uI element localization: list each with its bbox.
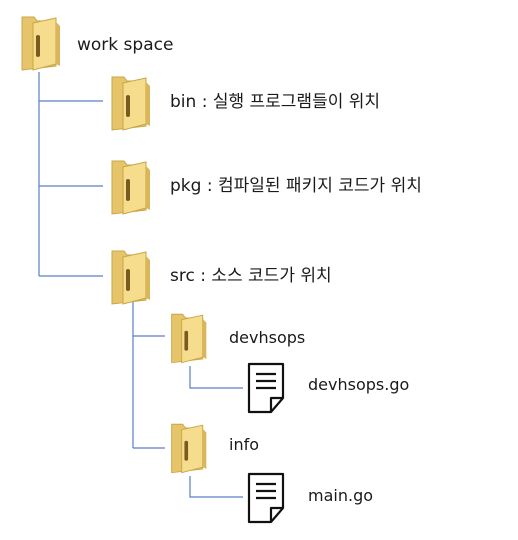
src-folder-icon[interactable] [108, 248, 154, 310]
info-folder-icon[interactable] [168, 421, 210, 479]
pkg-folder-icon[interactable] [108, 158, 154, 220]
bin-folder-label[interactable]: bin : 실행 프로그램들이 위치 [170, 92, 381, 112]
root-folder-icon[interactable] [18, 14, 64, 76]
main-go-document-icon[interactable] [246, 472, 286, 528]
main-file-line [189, 476, 243, 498]
connector-group [38, 72, 243, 498]
info-folder-label[interactable]: info [229, 435, 260, 454]
root-folder-label[interactable]: work space [77, 35, 174, 55]
main-go-file-label[interactable]: main.go [308, 486, 374, 505]
bin-folder-icon[interactable] [108, 74, 154, 136]
src-folder-label[interactable]: src : 소스 코드가 위치 [170, 266, 332, 286]
devhsops-file-line [189, 366, 243, 389]
devhsops-folder-label[interactable]: devhsops [229, 328, 306, 347]
devhsops-go-file-label[interactable]: devhsops.go [308, 375, 410, 394]
devhsops-folder-icon[interactable] [168, 311, 210, 369]
devhsops-go-document-icon[interactable] [246, 362, 286, 418]
pkg-folder-label[interactable]: pkg : 컴파일된 패키지 코드가 위치 [170, 176, 422, 196]
